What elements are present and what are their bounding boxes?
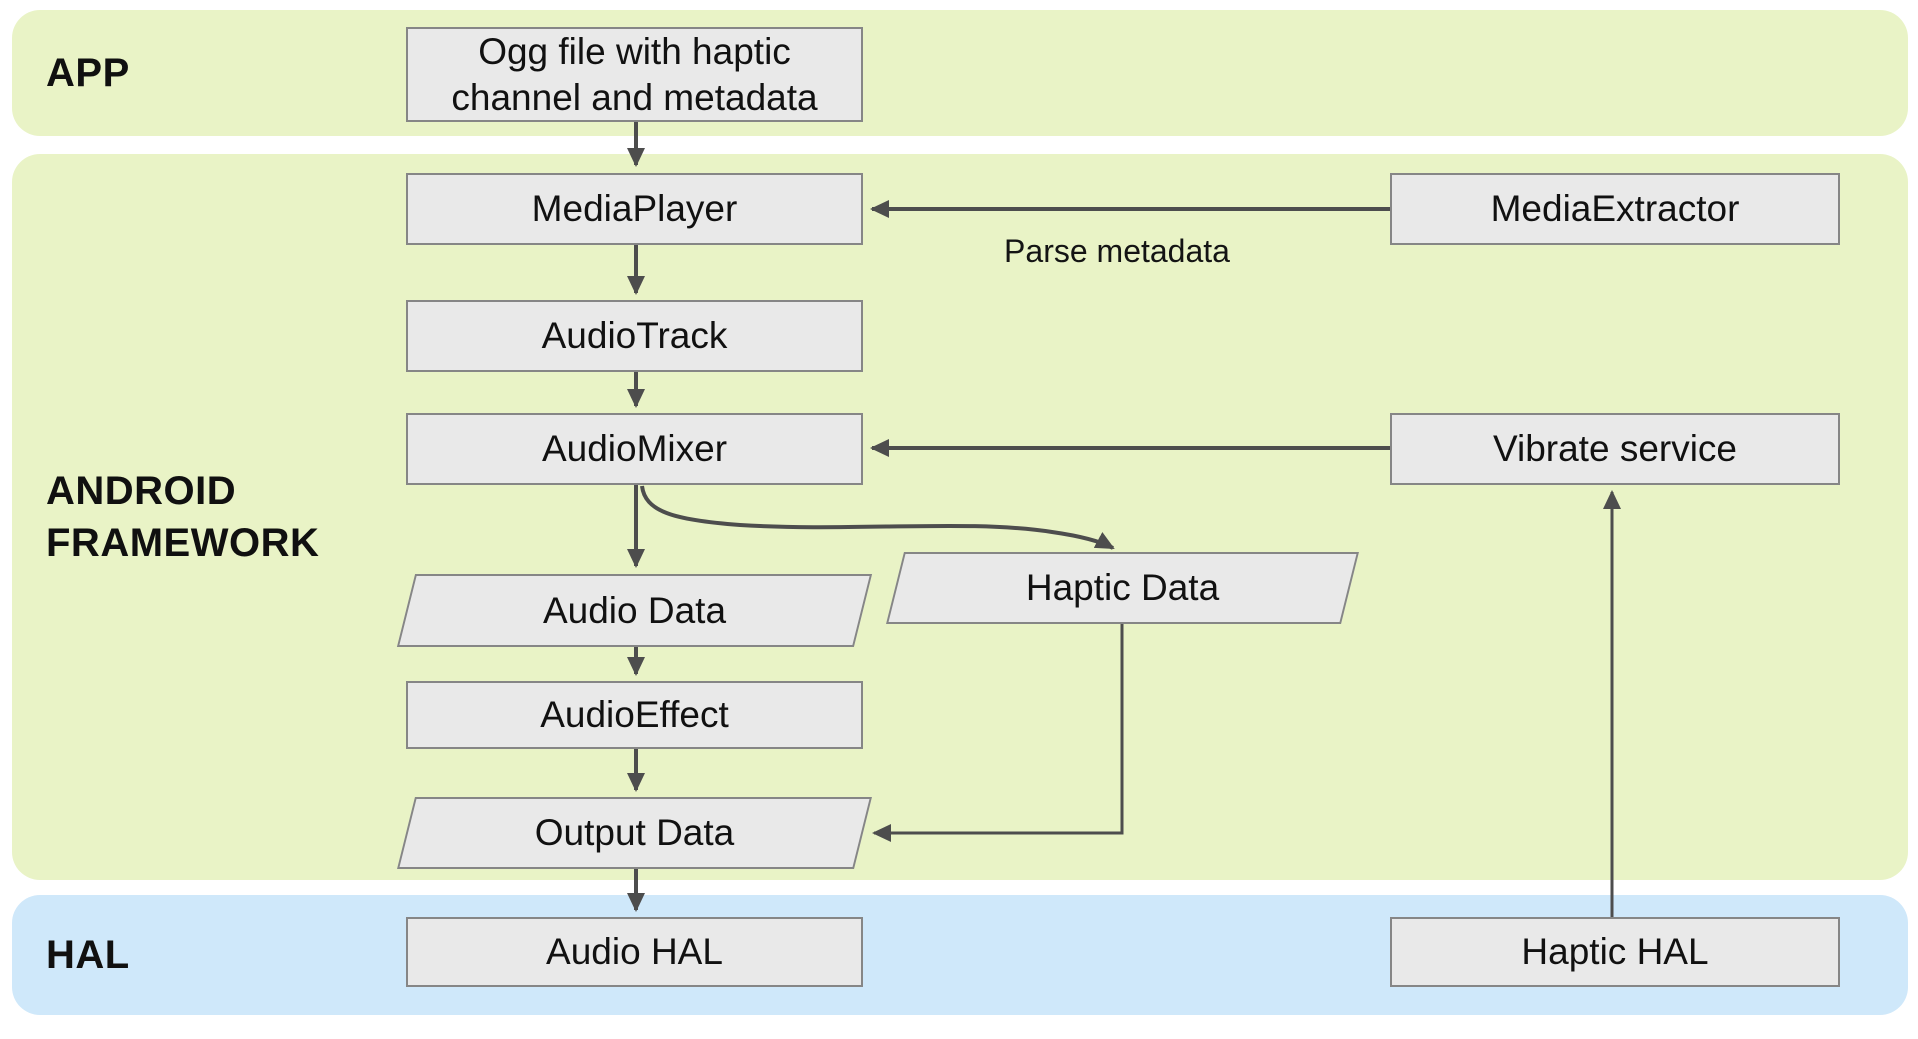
node-output-data-label: Output Data [534, 812, 735, 854]
band-app [12, 10, 1908, 136]
node-haptic-data-label: Haptic Data [1025, 567, 1220, 609]
node-output-data: Output Data [397, 797, 872, 869]
node-audio-hal: Audio HAL [406, 917, 863, 987]
band-label-app: APP [46, 51, 130, 95]
node-vibrate-service-label: Vibrate service [1492, 428, 1738, 470]
node-audio-track: AudioTrack [406, 300, 863, 372]
edge-label-parse-metadata: Parse metadata [1004, 233, 1230, 269]
node-audio-mixer-label: AudioMixer [541, 428, 728, 470]
node-media-player-label: MediaPlayer [531, 188, 738, 230]
band-label-hal: HAL [46, 933, 130, 977]
node-media-extractor: MediaExtractor [1390, 173, 1840, 245]
node-ogg-file: Ogg file with haptic channel and metadat… [406, 27, 863, 122]
node-vibrate-service: Vibrate service [1390, 413, 1840, 485]
node-media-player: MediaPlayer [406, 173, 863, 245]
node-audio-effect-label: AudioEffect [540, 694, 729, 736]
node-haptic-data: Haptic Data [886, 552, 1359, 624]
node-audio-data: Audio Data [396, 574, 873, 647]
node-audio-hal-label: Audio HAL [546, 931, 723, 973]
node-ogg-file-label: Ogg file with haptic channel and metadat… [451, 31, 818, 118]
node-media-extractor-label: MediaExtractor [1490, 188, 1740, 230]
node-audio-mixer: AudioMixer [406, 413, 863, 485]
band-label-android-framework: ANDROID FRAMEWORK [46, 469, 320, 565]
node-audio-data-label: Audio Data [542, 589, 727, 631]
node-haptic-hal: Haptic HAL [1390, 917, 1840, 987]
node-haptic-hal-label: Haptic HAL [1521, 931, 1709, 973]
node-audio-effect: AudioEffect [406, 681, 863, 749]
node-audio-track-label: AudioTrack [541, 315, 728, 357]
